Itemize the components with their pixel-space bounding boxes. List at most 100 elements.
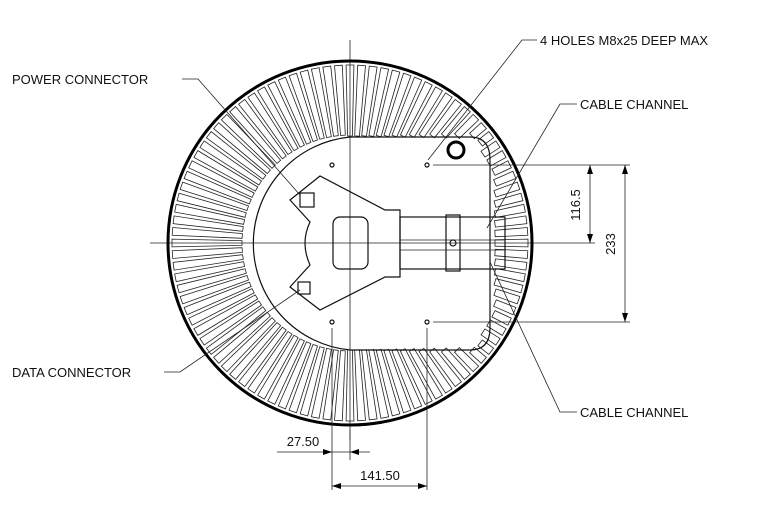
fin <box>322 65 339 137</box>
fin <box>493 278 524 294</box>
data-connector-port <box>297 281 311 295</box>
fin <box>494 215 528 228</box>
fin <box>193 150 259 192</box>
fin <box>494 238 529 248</box>
fin <box>257 334 299 400</box>
fin <box>183 281 252 316</box>
vent-hole <box>446 140 466 160</box>
fin <box>174 203 246 225</box>
fin <box>480 328 501 346</box>
fin <box>493 192 524 208</box>
fin <box>172 215 244 232</box>
mounting-hole <box>424 319 430 325</box>
fin <box>171 238 243 248</box>
center-window <box>332 216 369 270</box>
fin <box>375 69 401 138</box>
fin <box>179 275 250 305</box>
inner-cavity <box>252 136 491 351</box>
fin <box>176 192 247 218</box>
fin <box>418 92 453 139</box>
fin <box>176 268 247 294</box>
fin <box>267 338 305 405</box>
fin <box>383 72 412 138</box>
fin <box>299 346 325 417</box>
fin <box>310 347 332 419</box>
fin <box>171 247 243 259</box>
label-cable-channel-bottom: CABLE CHANNEL <box>580 405 688 420</box>
fin <box>408 86 443 138</box>
fin <box>220 113 276 169</box>
dim-116-5: 116.5 <box>568 189 583 221</box>
fin <box>213 311 271 364</box>
cable-channel-arm <box>399 216 506 270</box>
fin <box>486 150 507 167</box>
fin <box>179 181 250 211</box>
fin <box>354 349 366 422</box>
fin <box>205 131 267 180</box>
fin <box>418 347 453 394</box>
fin <box>238 98 287 160</box>
fin <box>494 258 528 271</box>
fin <box>238 326 287 388</box>
fin <box>229 106 282 164</box>
fin <box>288 343 318 414</box>
fin <box>493 203 526 218</box>
fin <box>174 261 246 283</box>
fin <box>345 64 355 137</box>
fin <box>267 81 305 148</box>
fin <box>399 81 433 138</box>
fin <box>383 348 412 414</box>
fin <box>172 254 244 271</box>
label-cable-channel-top: CABLE CHANNEL <box>580 97 688 112</box>
fin <box>493 181 521 198</box>
fin <box>440 347 471 380</box>
mounting-hole <box>329 319 335 325</box>
fin <box>408 348 443 400</box>
fin <box>220 317 276 373</box>
fin <box>277 341 312 410</box>
dim-233: 233 <box>603 233 618 255</box>
fin <box>486 319 507 336</box>
fin <box>491 160 512 176</box>
fin <box>310 67 332 139</box>
fin <box>183 170 252 205</box>
fin <box>188 160 255 198</box>
fin <box>193 294 259 336</box>
power-connector-port <box>299 192 315 208</box>
dim-141-50: 141.50 <box>360 468 400 483</box>
fin <box>354 64 366 137</box>
fin <box>477 131 495 147</box>
fin <box>299 69 325 140</box>
fin <box>361 65 378 137</box>
label-mounting-holes: 4 HOLES M8x25 DEEP MAX <box>540 33 708 48</box>
fin <box>288 72 318 143</box>
housing-outline <box>166 59 534 427</box>
fin <box>493 299 517 316</box>
fin <box>454 113 480 139</box>
fin <box>399 348 433 405</box>
fin <box>171 227 243 239</box>
fin <box>188 288 255 326</box>
fin <box>213 122 271 175</box>
fin <box>480 140 501 158</box>
fin <box>334 350 346 422</box>
fin <box>199 300 263 346</box>
mounting-hole <box>424 162 430 168</box>
fin <box>469 346 487 364</box>
fin <box>247 92 293 156</box>
fin <box>477 339 495 355</box>
label-data-connector: DATA CONNECTOR <box>12 365 131 380</box>
fin <box>375 348 401 417</box>
mounting-hole <box>329 162 335 168</box>
fin <box>229 322 282 380</box>
label-power-connector: POWER CONNECTOR <box>12 72 148 87</box>
fin <box>391 76 423 138</box>
fin <box>491 310 512 326</box>
fin <box>247 330 293 394</box>
fin <box>322 349 339 421</box>
fin <box>494 248 529 259</box>
fin <box>334 64 346 136</box>
dim-27-50: 27.50 <box>287 434 320 449</box>
fin <box>199 140 263 186</box>
